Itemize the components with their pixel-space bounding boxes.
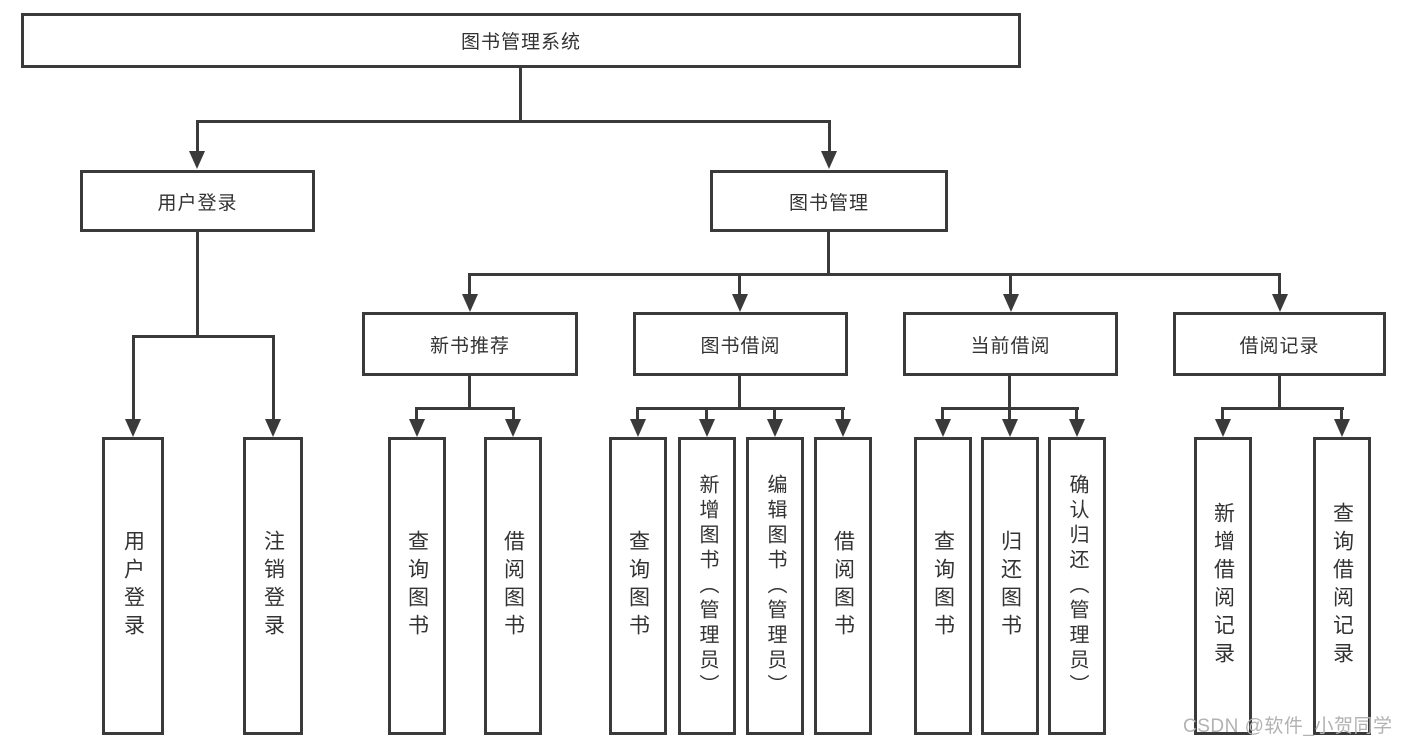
node-book-management: 图书管理 — [710, 170, 948, 232]
leaf-label: 查询图书 — [626, 530, 650, 642]
leaf-add-borrow-record: 新增借阅记录 — [1194, 437, 1252, 735]
connector-line — [196, 120, 831, 123]
node-root: 图书管理系统 — [21, 13, 1021, 68]
arrowhead-down-icon — [767, 419, 783, 437]
leaf-query-books-3: 查询图书 — [914, 437, 972, 735]
arrowhead-down-icon — [699, 419, 715, 437]
arrowhead-down-icon — [835, 419, 851, 437]
connector-line — [132, 335, 135, 420]
node-current-borrow: 当前借阅 — [903, 312, 1118, 376]
leaf-add-book-admin: 新增图书（管理员） — [678, 437, 736, 735]
arrowhead-down-icon — [409, 419, 425, 437]
leaf-label: 用户登录 — [121, 530, 145, 642]
connector-line — [828, 120, 831, 154]
node-new-book-recommend: 新书推荐 — [362, 312, 578, 376]
arrowhead-down-icon — [1069, 419, 1085, 437]
leaf-query-books-1: 查询图书 — [388, 437, 446, 735]
arrowhead-down-icon — [630, 419, 646, 437]
connector-line — [512, 407, 515, 421]
node-borrow-records: 借阅记录 — [1173, 312, 1386, 376]
leaf-label: 查询图书 — [931, 530, 955, 642]
connector-line — [196, 120, 199, 154]
arrowhead-down-icon — [189, 151, 205, 169]
connector-line — [827, 230, 830, 273]
leaf-return-books: 归还图书 — [981, 437, 1039, 735]
arrowhead-down-icon — [935, 419, 951, 437]
connector-line — [1008, 374, 1011, 407]
leaf-query-books-2: 查询图书 — [609, 437, 667, 735]
node-user-login: 用户登录 — [80, 170, 315, 232]
connector-line — [519, 66, 522, 120]
leaf-label: 查询借阅记录 — [1330, 502, 1354, 670]
connector-line — [196, 230, 199, 335]
connector-line — [1221, 407, 1344, 410]
leaf-label: 确认归还（管理员） — [1066, 473, 1088, 699]
arrowhead-down-icon — [125, 419, 141, 437]
arrowhead-down-icon — [462, 294, 478, 312]
arrowhead-down-icon — [1003, 294, 1019, 312]
connector-line — [1278, 374, 1281, 407]
connector-line — [1075, 407, 1078, 421]
connector-line — [636, 407, 639, 421]
connector-line — [738, 374, 741, 407]
leaf-label: 借阅图书 — [501, 530, 525, 642]
leaf-label: 新增借阅记录 — [1211, 502, 1235, 670]
leaf-user-login: 用户登录 — [102, 437, 164, 735]
connector-line — [773, 407, 776, 421]
leaf-borrow-books-1: 借阅图书 — [484, 437, 542, 735]
arrowhead-down-icon — [265, 419, 281, 437]
connector-line — [272, 335, 275, 420]
connector-line — [738, 273, 741, 298]
connector-line — [468, 273, 471, 298]
connector-line — [468, 273, 1281, 276]
leaf-label: 编辑图书（管理员） — [764, 473, 786, 699]
leaf-label: 查询图书 — [405, 530, 429, 642]
leaf-label: 新增图书（管理员） — [696, 473, 718, 699]
connector-line — [1008, 407, 1011, 421]
csdn-watermark: CSDN @软件_小贺同学 — [1183, 716, 1393, 737]
arrowhead-down-icon — [821, 151, 837, 169]
leaf-confirm-return-admin: 确认归还（管理员） — [1048, 437, 1106, 735]
connector-line — [1278, 273, 1281, 298]
connector-line — [705, 407, 708, 421]
arrowhead-down-icon — [505, 419, 521, 437]
connector-line — [941, 407, 944, 421]
arrowhead-down-icon — [1334, 419, 1350, 437]
connector-line — [415, 407, 515, 410]
leaf-label: 注销登录 — [261, 530, 285, 642]
arrowhead-down-icon — [1215, 419, 1231, 437]
arrowhead-down-icon — [732, 294, 748, 312]
connector-line — [468, 374, 471, 407]
connector-line — [415, 407, 418, 421]
node-book-borrow: 图书借阅 — [633, 312, 848, 376]
arrowhead-down-icon — [1272, 294, 1288, 312]
connector-line — [841, 407, 844, 421]
leaf-label: 归还图书 — [998, 530, 1022, 642]
leaf-edit-book-admin: 编辑图书（管理员） — [746, 437, 804, 735]
leaf-borrow-books-2: 借阅图书 — [814, 437, 872, 735]
connector-line — [1221, 407, 1224, 421]
leaf-label: 借阅图书 — [831, 530, 855, 642]
connector-line — [1340, 407, 1343, 421]
connector-line — [1009, 273, 1012, 298]
connector-line — [132, 335, 275, 338]
leaf-logout: 注销登录 — [243, 437, 303, 735]
arrowhead-down-icon — [1002, 419, 1018, 437]
connector-line — [636, 407, 845, 410]
leaf-query-borrow-record: 查询借阅记录 — [1313, 437, 1371, 735]
